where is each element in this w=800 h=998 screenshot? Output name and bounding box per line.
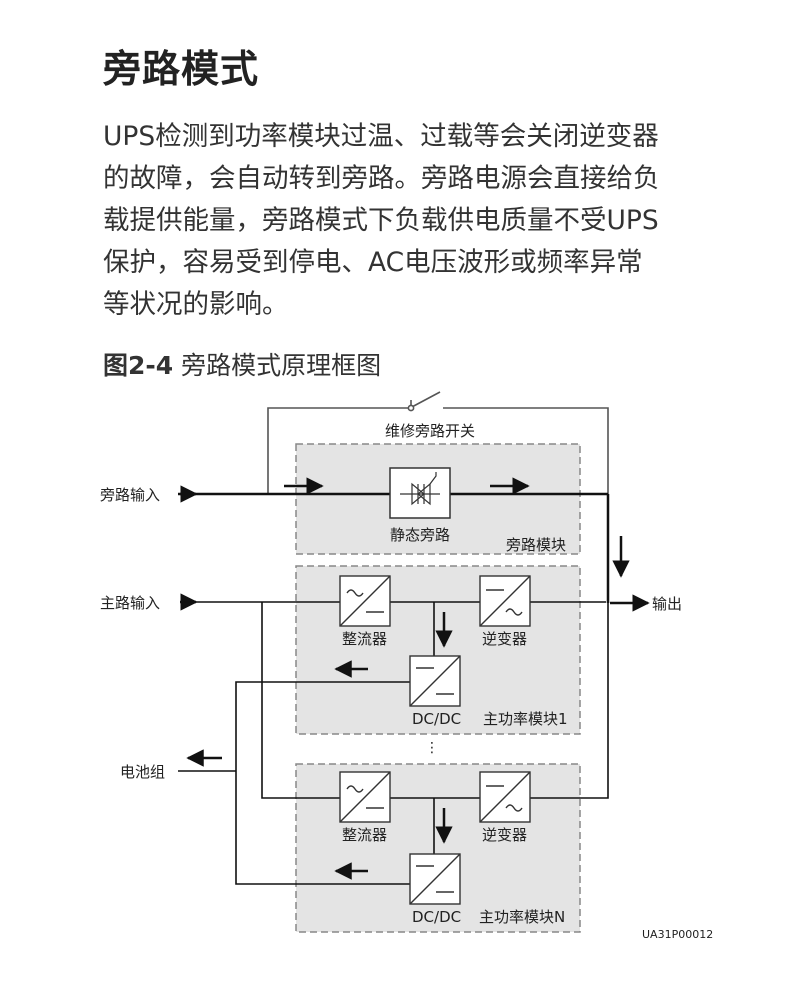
bypass-module-label: 旁路模块 xyxy=(506,536,566,554)
static-bypass-label: 静态旁路 xyxy=(390,526,450,544)
rectifier-1-label: 整流器 xyxy=(342,630,387,648)
dcdc-1-label: DC/DC xyxy=(412,710,461,728)
rectifier-n-label: 整流器 xyxy=(342,826,387,844)
inverter-n-block xyxy=(479,771,531,823)
power-module-1-label: 主功率模块1 xyxy=(483,710,568,728)
inverter-1-label: 逆变器 xyxy=(482,630,527,648)
body-paragraph: UPS检测到功率模块过温、过载等会关闭逆变器 的故障，会自动转到旁路。旁路电源会… xyxy=(103,116,713,326)
figure-title: 旁路模式原理框图 xyxy=(181,351,382,380)
static-bypass-block xyxy=(389,467,451,519)
maintenance-bypass-switch xyxy=(267,391,609,494)
module-ellipsis: ⋮ xyxy=(425,740,439,756)
paragraph-line: 的故障，会自动转到旁路。旁路电源会直接给负 xyxy=(103,163,660,194)
output-label: 输出 xyxy=(652,595,682,613)
inverter-n-label: 逆变器 xyxy=(482,826,527,844)
inverter-1-block xyxy=(479,575,531,627)
power-module-n-box xyxy=(295,763,581,933)
page-title: 旁路模式 xyxy=(103,47,260,91)
figure-code: UA31P00012 xyxy=(642,928,713,941)
power-module-n-label: 主功率模块N xyxy=(479,908,565,926)
paragraph-line: UPS检测到功率模块过温、过载等会关闭逆变器 xyxy=(103,121,659,152)
bypass-path xyxy=(180,477,650,612)
mains-wiring xyxy=(178,601,609,885)
dcdc-n-block xyxy=(409,853,461,905)
figure-number: 图2-4 xyxy=(103,351,174,380)
paragraph-line: 保护，容易受到停电、AC电压波形或频率异常 xyxy=(103,247,643,278)
mains-input-label: 主路输入 xyxy=(100,594,160,612)
battery-label: 电池组 xyxy=(120,763,165,781)
paragraph-line: 等状况的影响。 xyxy=(103,289,289,320)
paragraph-line: 载提供能量，旁路模式下负载供电质量不受UPS xyxy=(103,205,659,236)
power-module-1-box xyxy=(295,565,581,735)
maint-switch-label: 维修旁路开关 xyxy=(385,422,475,440)
dcdc-n-label: DC/DC xyxy=(412,908,461,926)
bypass-input-label: 旁路输入 xyxy=(100,486,160,504)
dcdc-1-block xyxy=(409,655,461,707)
rectifier-n-block xyxy=(339,771,391,823)
rectifier-1-block xyxy=(339,575,391,627)
